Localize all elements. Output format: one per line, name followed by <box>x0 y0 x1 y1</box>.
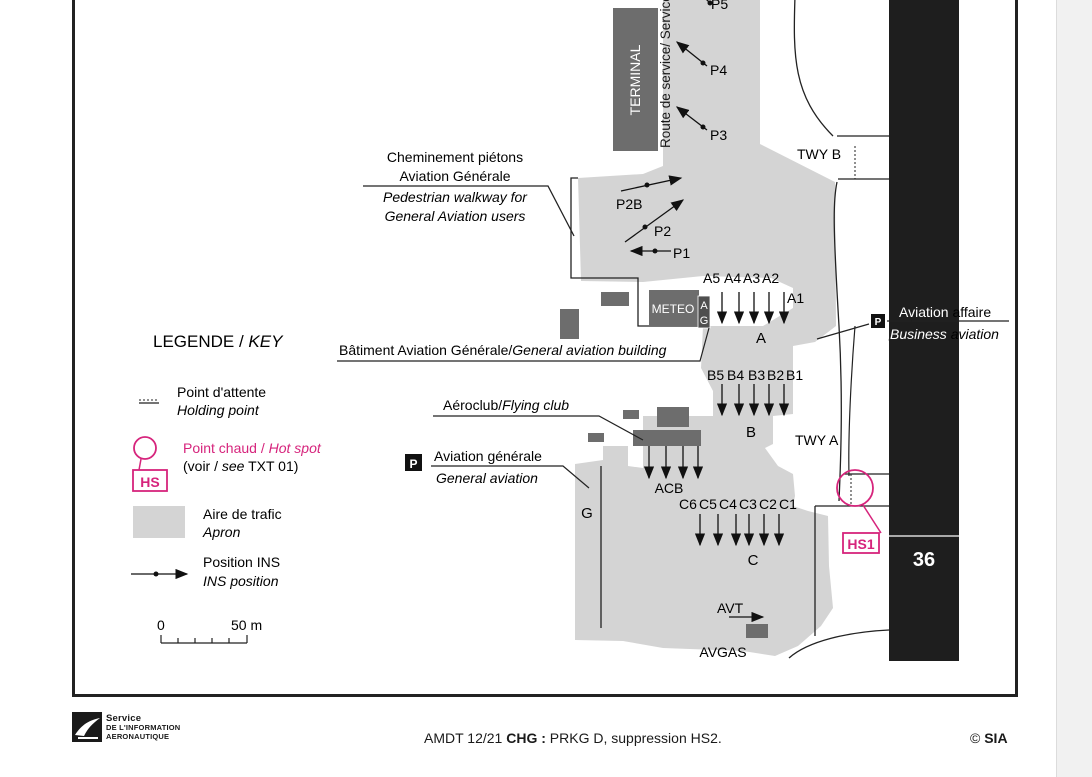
legend-apron-fr: Aire de trafic <box>203 506 282 522</box>
legend-hotspot-title: Point chaud / Hot spot <box>183 440 322 456</box>
legend-ins-fr: Position INS <box>203 554 280 570</box>
meteo-label: METEO <box>652 302 695 316</box>
walkway-label-en-1: Pedestrian walkway for <box>383 189 528 205</box>
stands-b-group: B5 B4 B3 B2 B1 B <box>707 367 803 441</box>
hotspot-circle <box>836 469 874 507</box>
apron-b-label: B <box>746 424 756 441</box>
legend-hotspot-ref: (voir / see TXT 01) <box>183 458 298 474</box>
page-side-strip <box>1056 0 1092 777</box>
general-aviation-label: General aviation <box>436 470 538 486</box>
copyright: © SIA <box>970 730 1008 746</box>
stand-label: P3 <box>710 127 727 143</box>
stand-label: C3 <box>739 496 757 512</box>
business-aviation-en: Business aviation <box>890 326 999 342</box>
aviation-generale-label: Aviation générale <box>434 448 542 464</box>
legend-title: LEGENDE / KEY <box>153 332 284 351</box>
parking-symbol: P <box>875 317 882 328</box>
runway-designator: 36 <box>913 549 935 571</box>
stand-label: B4 <box>727 367 744 383</box>
stands-c-group: C6 C5 C4 C3 C2 C1 C <box>679 496 797 569</box>
stand-label: A2 <box>762 270 779 286</box>
apron-c-label: C <box>748 552 759 569</box>
hotspot-hs1-label: HS1 <box>847 536 874 552</box>
legend-ins-en: INS position <box>203 573 279 589</box>
stand-label: A4 <box>724 270 741 286</box>
stand-label: B2 <box>767 367 784 383</box>
avt-label: AVT <box>717 600 744 616</box>
legend: LEGENDE / KEY Point d'attente Holding po… <box>131 332 322 644</box>
twy-b-label: TWY B <box>797 146 841 162</box>
stand-label: A3 <box>743 270 760 286</box>
walkway-label-fr-2: Aviation Générale <box>399 168 510 184</box>
stand-label: P2 <box>654 223 671 239</box>
terminal-building <box>613 8 658 151</box>
apron-g-label: G <box>581 505 593 522</box>
stand-label: P4 <box>710 62 727 78</box>
stand-label: B3 <box>748 367 765 383</box>
ga-box-letter: A <box>700 300 708 312</box>
ga-building-box <box>697 295 711 329</box>
stand-label: P1 <box>673 245 690 261</box>
legend-apron-en: Apron <box>202 524 241 540</box>
stand-label: P5 <box>711 0 728 12</box>
stand-label: P2B <box>616 196 642 212</box>
stands-acb-group: ACB <box>643 446 704 496</box>
legend-holding-fr: Point d'attente <box>177 384 266 400</box>
amendment-note: AMDT 12/21 CHG : PRKG D, suppression HS2… <box>424 730 722 746</box>
legend-holding-en: Holding point <box>177 402 260 418</box>
legend-hs-box: HS <box>140 474 159 490</box>
walkway-label-fr-1: Cheminement piétons <box>387 149 523 165</box>
stand-label: B1 <box>786 367 803 383</box>
scale-fifty: 50 m <box>231 617 262 633</box>
scale-zero: 0 <box>157 617 165 633</box>
stand-label: A5 <box>703 270 720 286</box>
parking-symbol: P <box>409 457 417 471</box>
meteo-building <box>649 290 699 326</box>
apron-a-label: A <box>756 330 766 347</box>
stand-label: C4 <box>719 496 737 512</box>
stand-label: A1 <box>787 290 804 306</box>
sia-logo-icon <box>72 712 102 742</box>
stand-label: C6 <box>679 496 697 512</box>
ga-box-letter: G <box>700 315 709 327</box>
sia-org-name: Service DE L'INFORMATION AERONAUTIQUE <box>106 713 181 741</box>
runway-strip <box>889 0 959 661</box>
stand-label: B5 <box>707 367 724 383</box>
ga-building-label: Bâtiment Aviation Générale/General aviat… <box>339 342 667 358</box>
avgas-label: AVGAS <box>699 644 746 660</box>
ins-positions-p: P5 P4 P3 P2B P2 P1 <box>616 0 728 261</box>
service-road-label: Route de service/ Service <box>658 0 673 148</box>
terminal-label: TERMINAL <box>627 44 643 115</box>
stand-label: C1 <box>779 496 797 512</box>
stand-label: C5 <box>699 496 717 512</box>
walkway-label-en-2: General Aviation users <box>385 208 526 224</box>
twy-a-label: TWY A <box>795 432 839 448</box>
aerodrome-chart: 36 TERMINAL Route de service/ Service P5… <box>131 0 1009 661</box>
business-aviation-fr: Aviation affaire <box>899 304 991 320</box>
page-footer: Service DE L'INFORMATION AERONAUTIQUE AM… <box>72 712 1012 752</box>
aeroclub-label: Aéroclub/Flying club <box>443 397 569 413</box>
acb-label: ACB <box>655 480 684 496</box>
stand-label: C2 <box>759 496 777 512</box>
chart-frame: 36 TERMINAL Route de service/ Service P5… <box>72 0 1018 697</box>
stands-a-group: A5 A4 A3 A2 A1 A <box>703 270 804 347</box>
